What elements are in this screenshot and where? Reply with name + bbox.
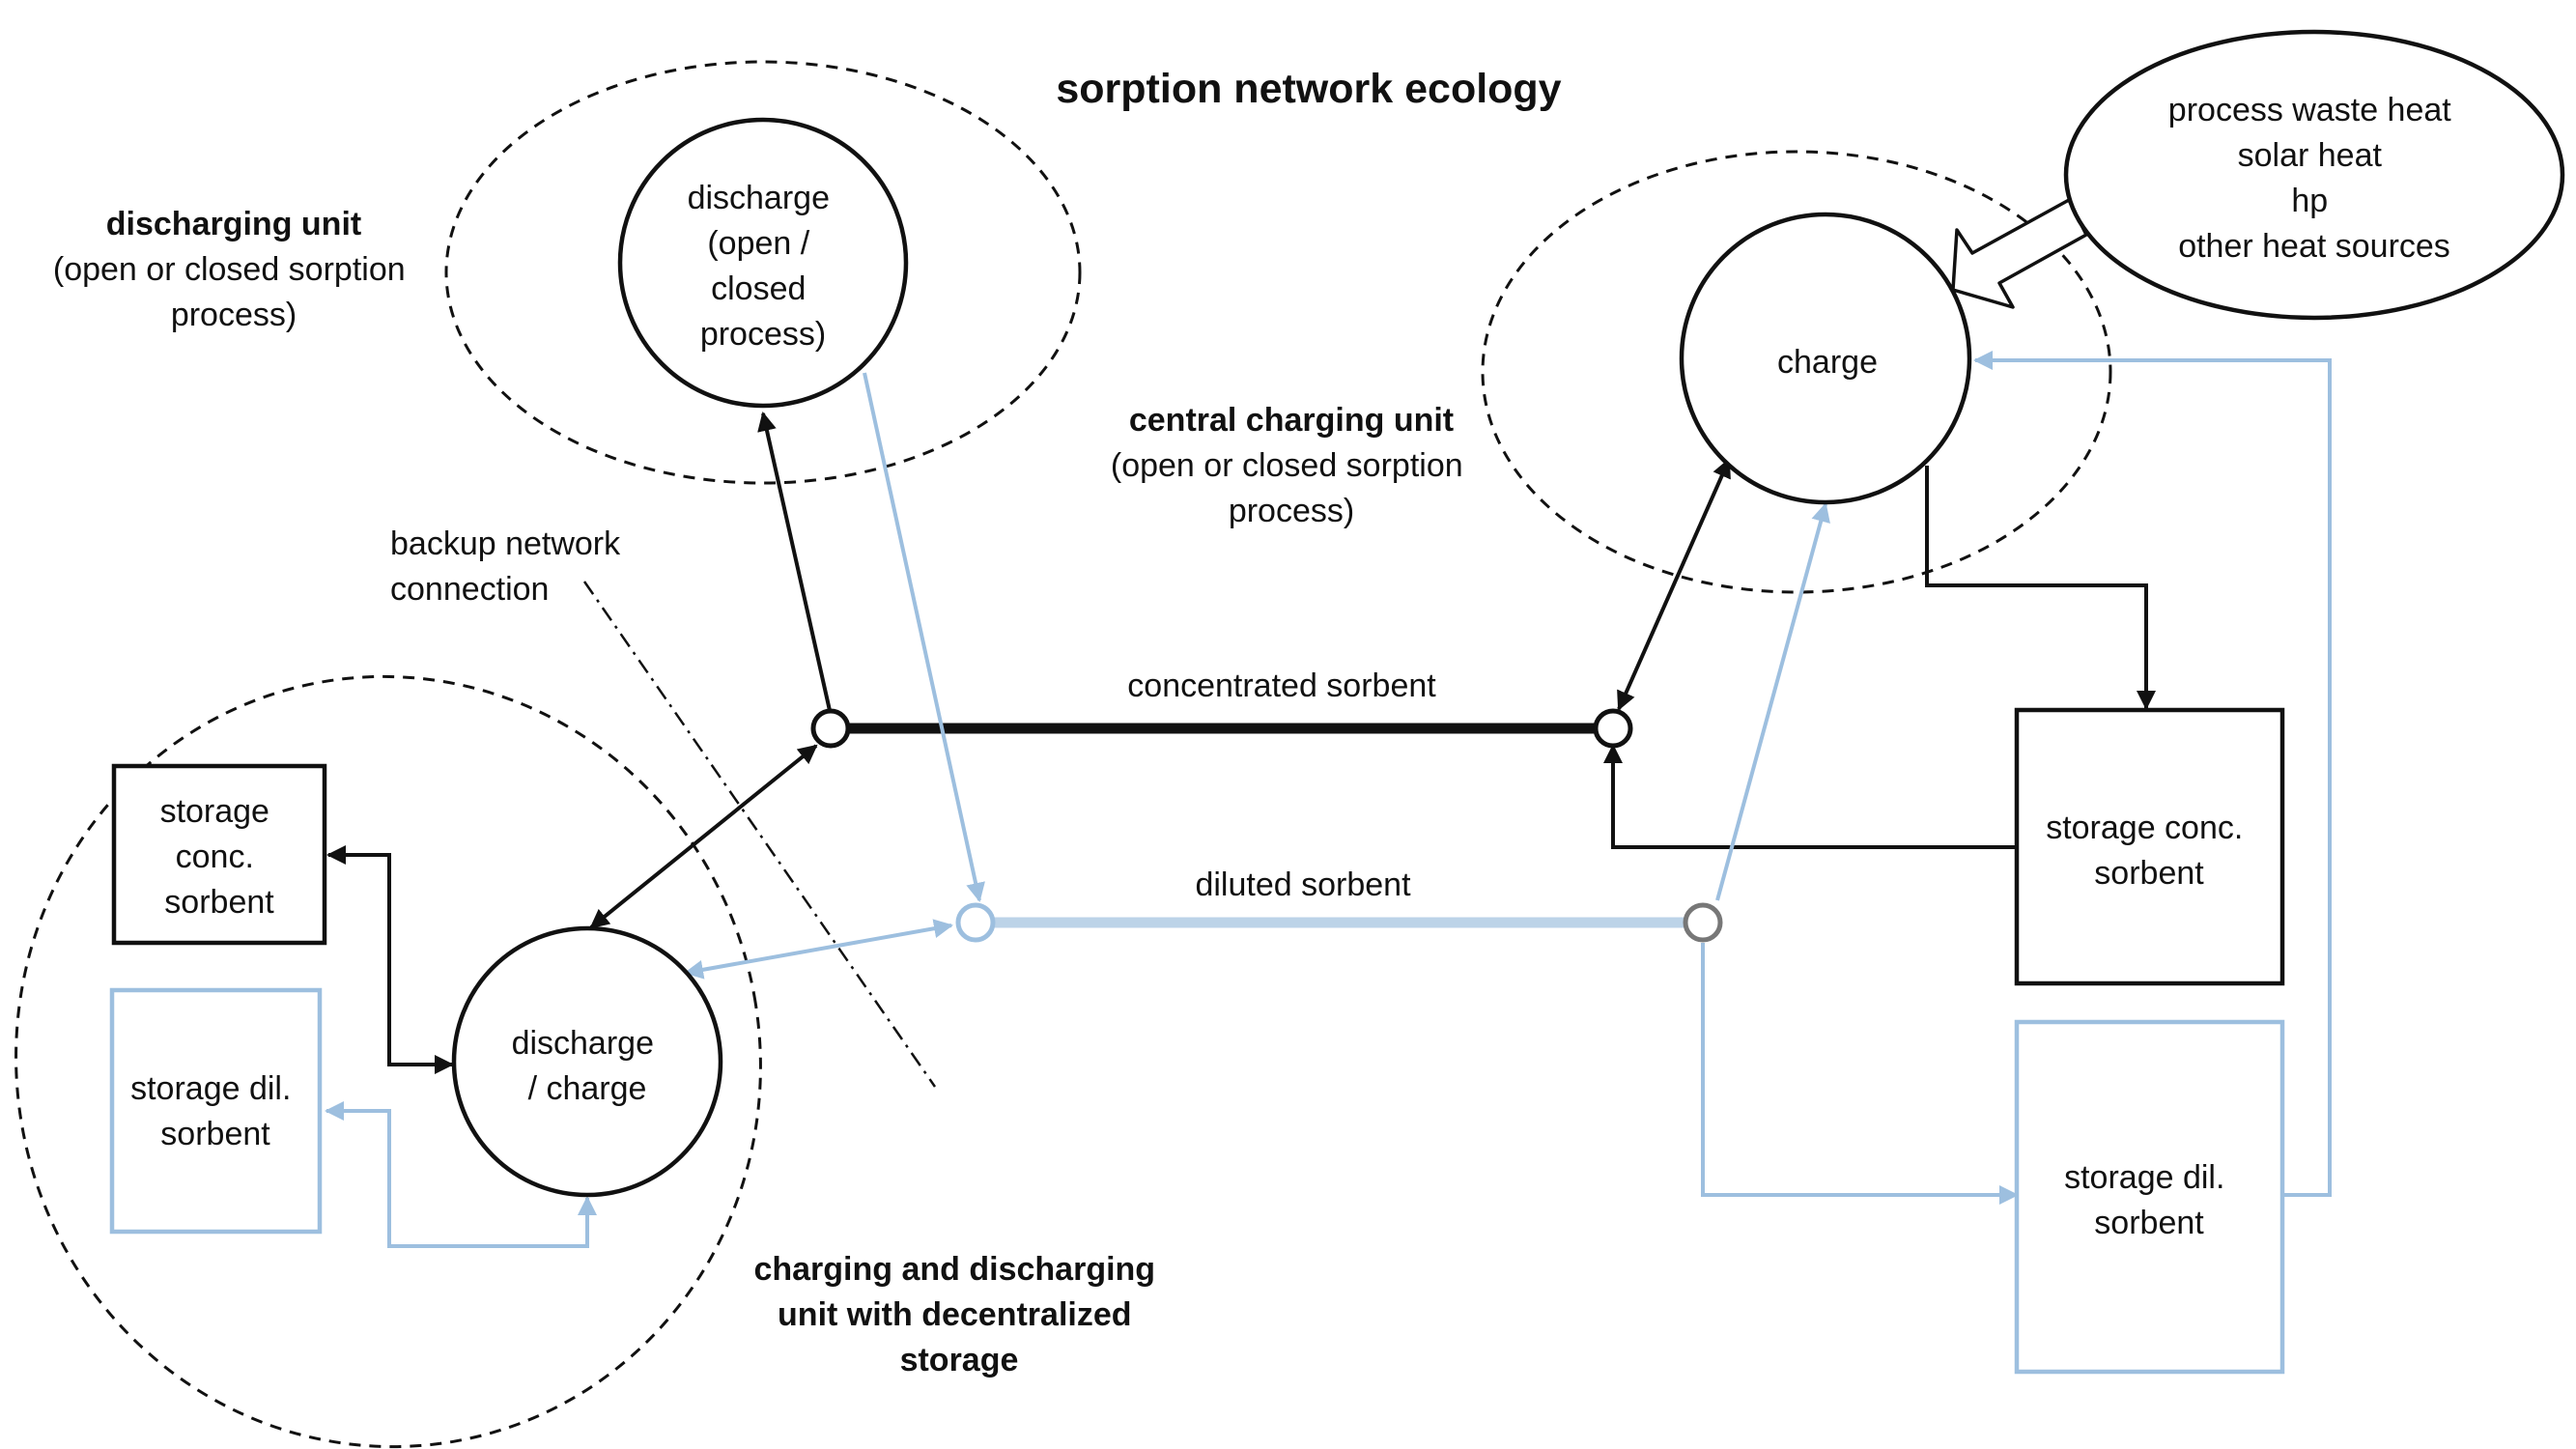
decentralized-unit-heading: charging and discharging unit with decen… — [753, 1251, 1164, 1378]
discharging-unit-heading: discharging unit — [106, 206, 361, 242]
diluted-junction-right — [1683, 902, 1723, 943]
backup-connection-label: backup network connection — [390, 526, 630, 608]
storage-conc-to-conc-node-arrow — [1603, 744, 2017, 849]
heat-sources-label: process waste heat solar heat hp other h… — [2168, 92, 2460, 265]
discharging-unit-desc: (open or closed sorption process) — [53, 251, 414, 333]
charge-node-label: charge — [1777, 344, 1878, 381]
heat-input-arrow — [1951, 198, 2088, 309]
heat-sources-ellipse — [2063, 29, 2565, 321]
discharge-charge-node-label: discharge / charge — [512, 1025, 664, 1107]
charge-node — [1679, 212, 1972, 505]
diagram-title: sorption network ecology — [1056, 66, 1561, 112]
local-storage-conc-double-arrow — [326, 845, 454, 1074]
discharging-unit-boundary — [444, 60, 1082, 485]
discharge-charge-node — [451, 925, 723, 1198]
central-storage-dil-box — [2014, 1019, 2285, 1375]
discharge-node — [617, 117, 909, 409]
diluted-junction-left — [955, 902, 996, 943]
central-charging-unit-desc: (open or closed sorption process) — [1111, 447, 1472, 529]
local-storage-conc-box — [111, 763, 327, 946]
decentral-storage-dil-label: storage dil. sorbent — [130, 1070, 300, 1152]
backup-connection-line — [582, 581, 937, 1088]
diluted-sorbent-label: diluted sorbent — [1195, 867, 1411, 903]
conc-junction-right — [1593, 708, 1633, 749]
conc-to-discharge-arrow — [757, 412, 833, 716]
charge-to-conc-double-arrow — [1617, 458, 1731, 711]
decentral-to-local-storage-dil-arrow — [325, 1101, 597, 1248]
conc-junction-left — [810, 708, 851, 749]
diluted-to-decentral-double-arrow — [684, 919, 953, 980]
central-storage-conc-label: storage conc. sorbent — [2046, 810, 2252, 892]
storage-dil-to-charge-arrow — [1973, 351, 2332, 1197]
local-storage-dil-box — [109, 987, 323, 1235]
discharge-node-label: discharge (open / closed process) — [688, 180, 839, 353]
conc-to-decentral-double-arrow — [589, 744, 818, 929]
decentral-storage-conc-label: storage conc. sorbent — [160, 793, 279, 921]
diluted-to-charge-arrow — [1715, 502, 1830, 901]
concentrated-sorbent-label: concentrated sorbent — [1127, 668, 1436, 704]
central-charging-unit-heading: central charging unit — [1129, 402, 1454, 439]
charge-to-storage-conc-arrow — [1925, 466, 2156, 710]
central-storage-dil-label: storage dil. sorbent — [2064, 1159, 2234, 1241]
discharge-to-diluted-arrow — [863, 372, 985, 902]
diluted-to-storage-dil-arrow — [1701, 943, 2019, 1205]
central-charging-unit-boundary — [1481, 150, 2112, 594]
central-storage-conc-box — [2014, 707, 2285, 986]
decentralized-unit-boundary — [14, 674, 762, 1449]
